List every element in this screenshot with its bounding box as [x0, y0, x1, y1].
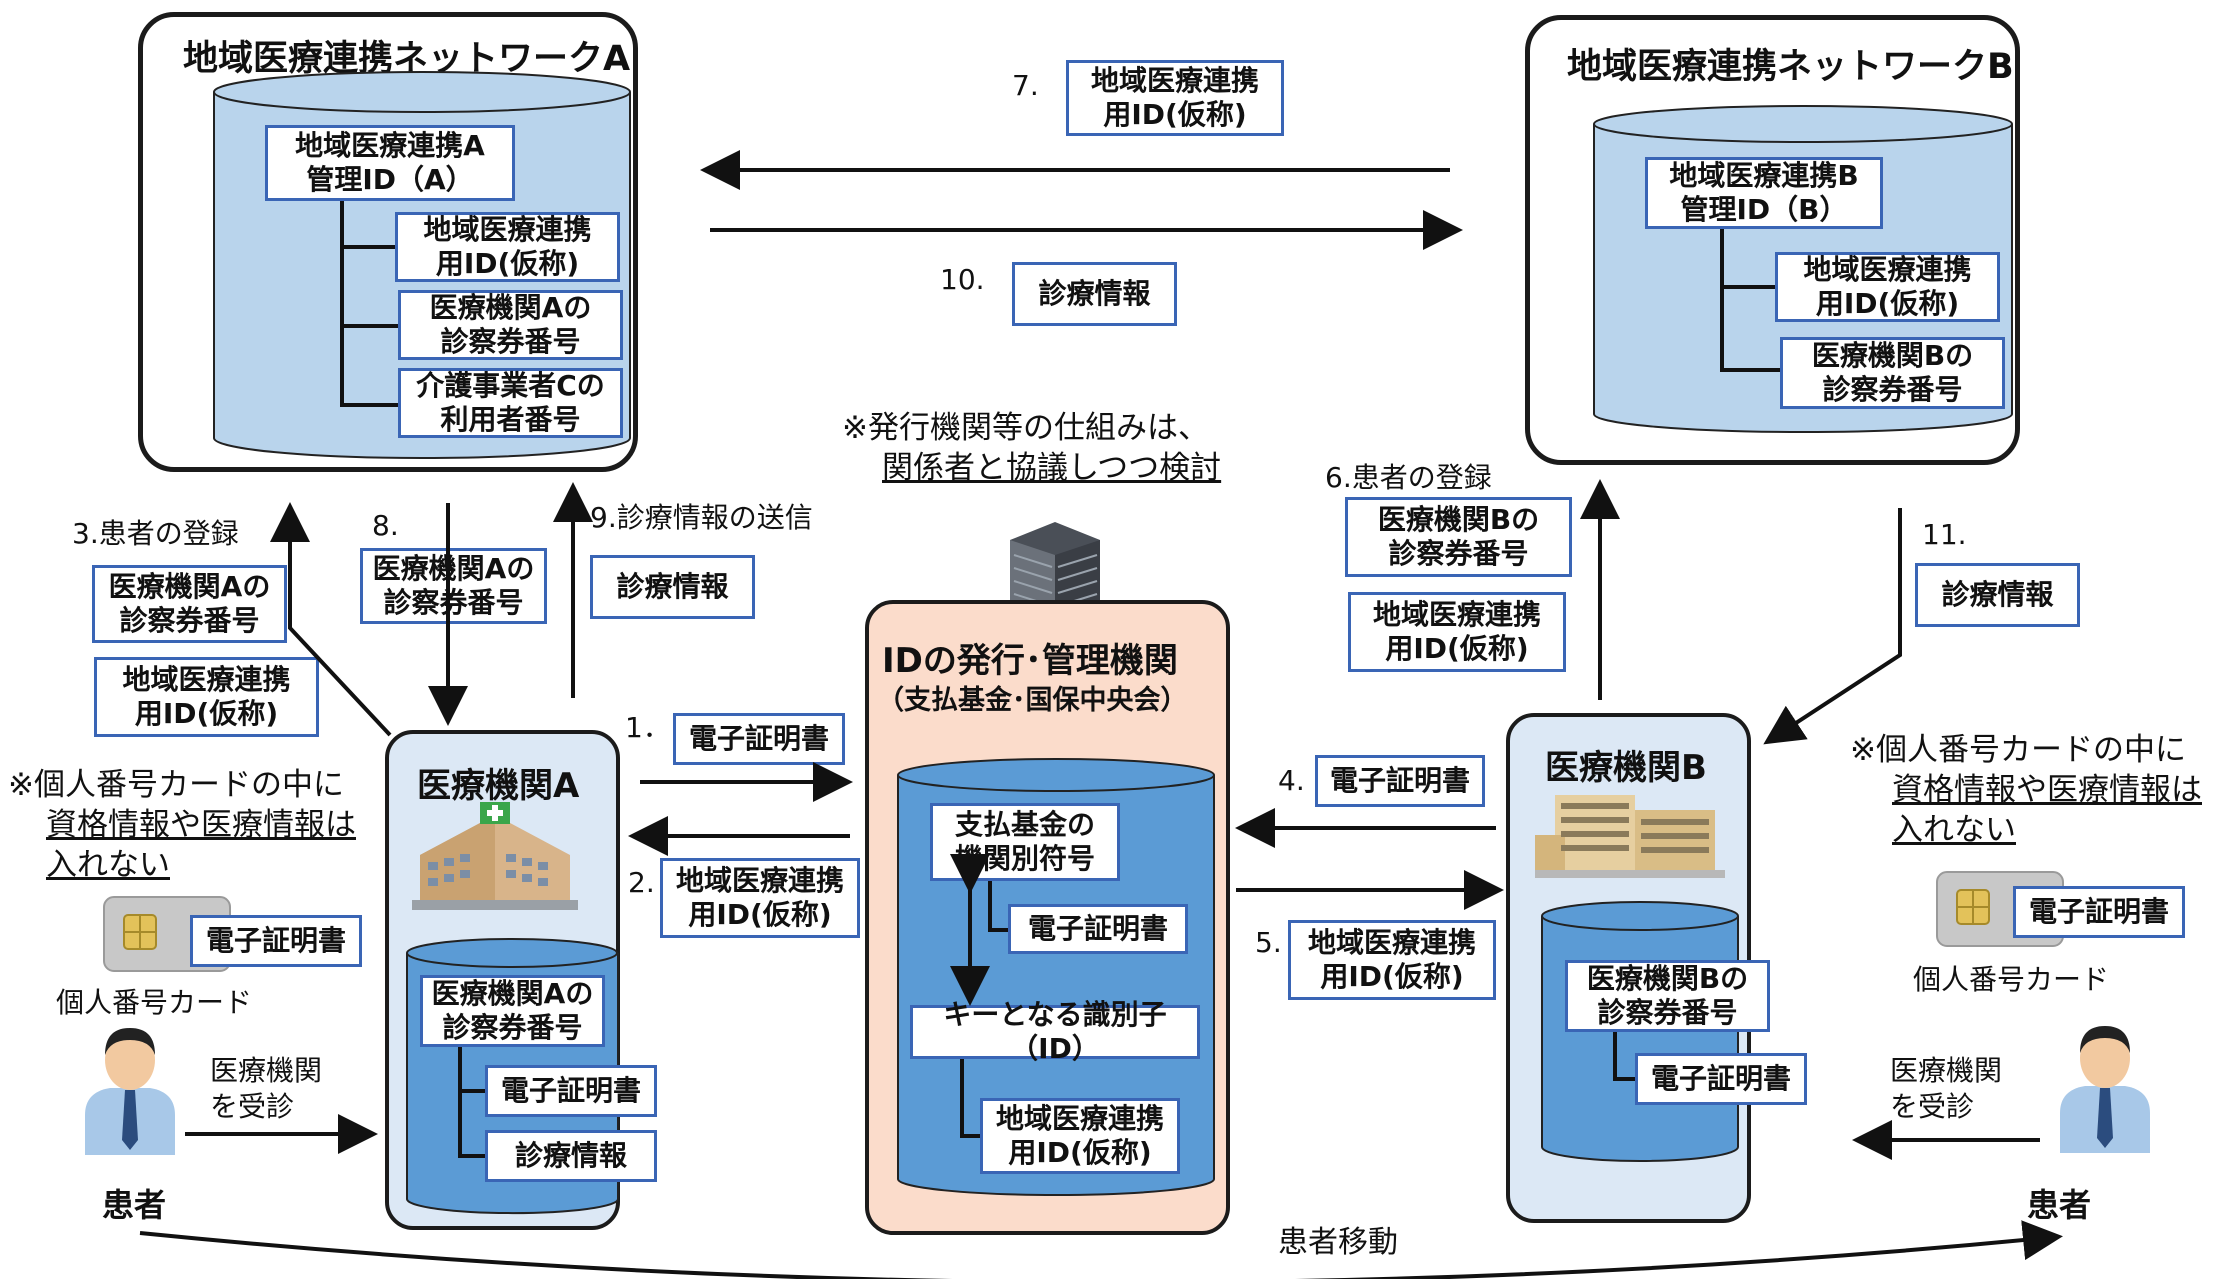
- step-9-text: 9.診療情報の送信: [590, 501, 813, 534]
- step-10-num: 10.: [940, 263, 985, 296]
- step-7-num: 7.: [1012, 69, 1039, 102]
- network-a-manage-id: 地域医療連携A 管理ID（A）: [265, 125, 515, 201]
- network-a-hospital-card-no: 医療機関Aの 診察券番号: [398, 290, 623, 360]
- step-11-num: 11.: [1922, 518, 1967, 551]
- step-11-label: 診療情報: [1915, 563, 2080, 627]
- step-7-label: 地域医療連携 用ID(仮称): [1066, 60, 1284, 136]
- step-4-num: 4.: [1278, 764, 1305, 797]
- step-9-label: 診療情報: [590, 555, 755, 619]
- patient-left-visit: 医療機関 を受診: [210, 1054, 323, 1123]
- step-2-label: 地域医療連携 用ID(仮称): [660, 858, 860, 938]
- patient-right-person-icon: [2045, 1018, 2165, 1153]
- hospital-a-title: 医療機関A: [417, 766, 580, 806]
- hospital-b-cert: 電子証明書: [1635, 1053, 1807, 1105]
- arrow-step-11: [1763, 508, 1902, 745]
- step-5-label: 地域医療連携 用ID(仮称): [1288, 920, 1496, 1000]
- hospital-b-card-no: 医療機関Bの 診察券番号: [1565, 960, 1770, 1032]
- hospital-b-building-icon: [1535, 785, 1725, 880]
- step-8-num: 8.: [372, 509, 399, 542]
- patient-right-card-cert: 電子証明書: [2013, 886, 2185, 938]
- network-a-care-user-no: 介護事業者Cの 利用者番号: [398, 368, 623, 438]
- step-1-label: 電子証明書: [673, 713, 845, 765]
- step-2-num: 2.: [628, 866, 655, 899]
- arrow-patient-move: [139, 1220, 2063, 1279]
- step-6-card-no: 医療機関Bの 診察券番号: [1345, 497, 1572, 577]
- patient-left-label: 患者: [102, 1186, 167, 1224]
- center-cert: 電子証明書: [1008, 904, 1188, 954]
- step-10-label: 診療情報: [1012, 262, 1177, 326]
- center-institution-code: 支払基金の 機関別符号: [930, 803, 1120, 881]
- network-b-hospital-card-no: 医療機関Bの 診察券番号: [1780, 337, 2005, 409]
- center-subtitle: （支払基金･国保中央会）: [877, 685, 1188, 716]
- network-b-title: 地域医療連携ネットワークB: [1567, 47, 2014, 87]
- hospital-a-building-icon: [410, 800, 580, 915]
- step-3-text: 3.患者の登録: [72, 517, 239, 550]
- step-5-num: 5.: [1255, 926, 1282, 959]
- network-b-manage-id: 地域医療連携B 管理ID（B）: [1645, 157, 1883, 229]
- patient-left-person-icon: [70, 1020, 190, 1155]
- hospital-a-cert: 電子証明書: [485, 1065, 657, 1117]
- center-note: ※発行機関等の仕組みは、 関係者と協議しつつ検討: [842, 410, 1222, 486]
- step-3-regional-id: 地域医療連携 用ID(仮称): [94, 657, 319, 737]
- hospital-a-card-no: 医療機関Aの 診察券番号: [420, 975, 605, 1047]
- step-3-card-no: 医療機関Aの 診察券番号: [92, 565, 287, 643]
- step-6-regional-id: 地域医療連携 用ID(仮称): [1348, 592, 1566, 672]
- patient-right-visit: 医療機関 を受診: [1890, 1054, 2003, 1123]
- step-1-num: 1．: [625, 711, 671, 744]
- hospital-b-title: 医療機関B: [1545, 748, 1707, 788]
- hospital-a-medical-info: 診療情報: [485, 1130, 657, 1182]
- network-a-regional-id: 地域医療連携 用ID(仮称): [395, 212, 620, 282]
- network-b-regional-id: 地域医療連携 用ID(仮称): [1775, 252, 2000, 322]
- patient-left-card-label: 個人番号カード: [56, 986, 253, 1019]
- patient-right-label: 患者: [2027, 1186, 2092, 1224]
- step-8-label: 医療機関Aの 診察券番号: [360, 548, 547, 624]
- step-4-label: 電子証明書: [1315, 755, 1485, 807]
- arrow-step-3: [270, 502, 392, 737]
- patient-left-card-cert: 電子証明書: [190, 915, 362, 967]
- patient-left-note: ※個人番号カードの中に 資格情報や医療情報は 入れない: [8, 767, 356, 883]
- patient-right-note: ※個人番号カードの中に 資格情報や医療情報は 入れない: [1850, 732, 2202, 848]
- patient-right-card-label: 個人番号カード: [1913, 963, 2110, 996]
- step-6-text: 6.患者の登録: [1325, 461, 1492, 494]
- patient-move-label: 患者移動: [1278, 1225, 1398, 1260]
- center-regional-id: 地域医療連携 用ID(仮称): [980, 1098, 1180, 1174]
- center-title: IDの発行･管理機関: [882, 641, 1178, 681]
